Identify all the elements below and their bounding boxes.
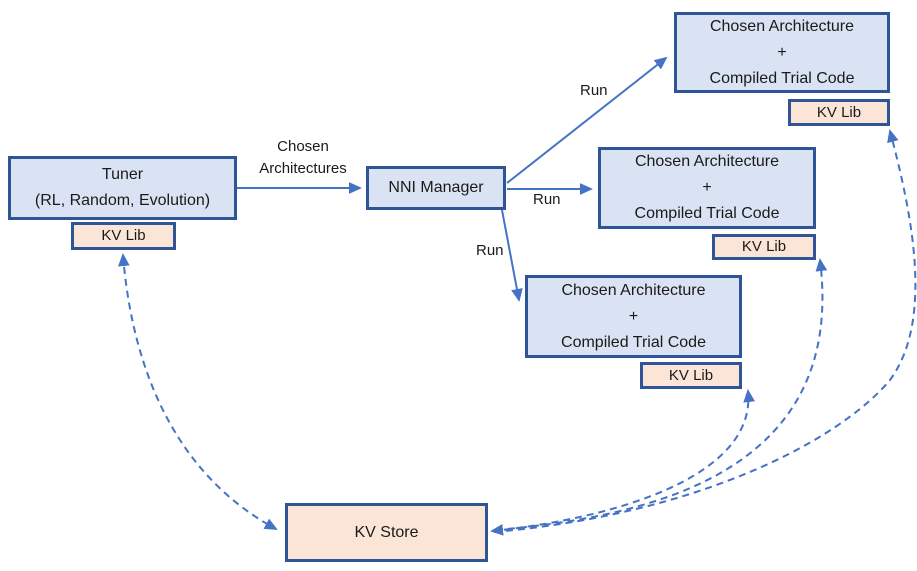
- trial-top-line2: +: [777, 43, 787, 61]
- tuner-label-line1: Tuner: [101, 166, 144, 183]
- trial-middle-line2: +: [702, 179, 712, 196]
- trial-bottom-line3: Compiled Trial Code: [561, 333, 706, 351]
- tuner-label-line2: (RL, Random, Evolution): [34, 192, 211, 209]
- chosen-architectures-line1: Chosen: [277, 138, 329, 155]
- node-trial-middle[interactable]: Chosen Architecture + Compiled Trial Cod…: [598, 147, 816, 229]
- trial-top-kv-lib-label: KV Lib: [816, 103, 862, 121]
- nni-manager-label: NNI Manager: [388, 179, 484, 196]
- trial-bottom-line2: +: [628, 307, 639, 325]
- kv-store-label: KV Store: [354, 523, 419, 541]
- edge-label-run-bottom: Run: [476, 242, 504, 259]
- edge-label-run-top: Run: [580, 82, 608, 99]
- edge-kvstore-middle-kvlib-dashed: [495, 258, 828, 531]
- chosen-architectures-line2: Architectures: [259, 160, 347, 177]
- edge-run-top-arrow: [506, 56, 668, 184]
- edge-label-chosen-architectures: Chosen Architectures: [237, 136, 369, 180]
- node-trial-bottom-kv-lib[interactable]: KV Lib: [640, 362, 742, 389]
- trial-middle-kv-lib-label: KV Lib: [741, 238, 787, 255]
- node-tuner[interactable]: Tuner (RL, Random, Evolution): [8, 156, 237, 220]
- trial-middle-line3: Compiled Trial Code: [634, 205, 780, 222]
- edge-run-bottom-arrow: [501, 209, 523, 302]
- trial-middle-line1: Chosen Architecture: [634, 153, 780, 170]
- edge-kvstore-bottom-kvlib-dashed: [490, 389, 755, 536]
- trial-top-line3: Compiled Trial Code: [709, 69, 855, 87]
- node-nni-manager[interactable]: NNI Manager: [366, 166, 506, 210]
- trial-top-line1: Chosen Architecture: [709, 17, 855, 35]
- tuner-kv-lib-label: KV Lib: [101, 227, 146, 244]
- edge-kvstore-tuner-kvlib-dashed: [118, 253, 278, 530]
- node-trial-top-kv-lib[interactable]: KV Lib: [788, 99, 890, 126]
- node-tuner-kv-lib[interactable]: KV Lib: [71, 222, 176, 250]
- trial-bottom-line1: Chosen Architecture: [561, 281, 706, 299]
- node-trial-bottom[interactable]: Chosen Architecture + Compiled Trial Cod…: [525, 275, 742, 358]
- node-trial-top[interactable]: Chosen Architecture + Compiled Trial Cod…: [674, 12, 890, 93]
- node-kv-store[interactable]: KV Store: [285, 503, 488, 562]
- edge-kvstore-top-kvlib-dashed: [493, 129, 917, 533]
- edge-label-run-middle: Run: [533, 191, 561, 208]
- trial-bottom-kv-lib-label: KV Lib: [668, 366, 714, 384]
- node-trial-middle-kv-lib[interactable]: KV Lib: [712, 234, 816, 260]
